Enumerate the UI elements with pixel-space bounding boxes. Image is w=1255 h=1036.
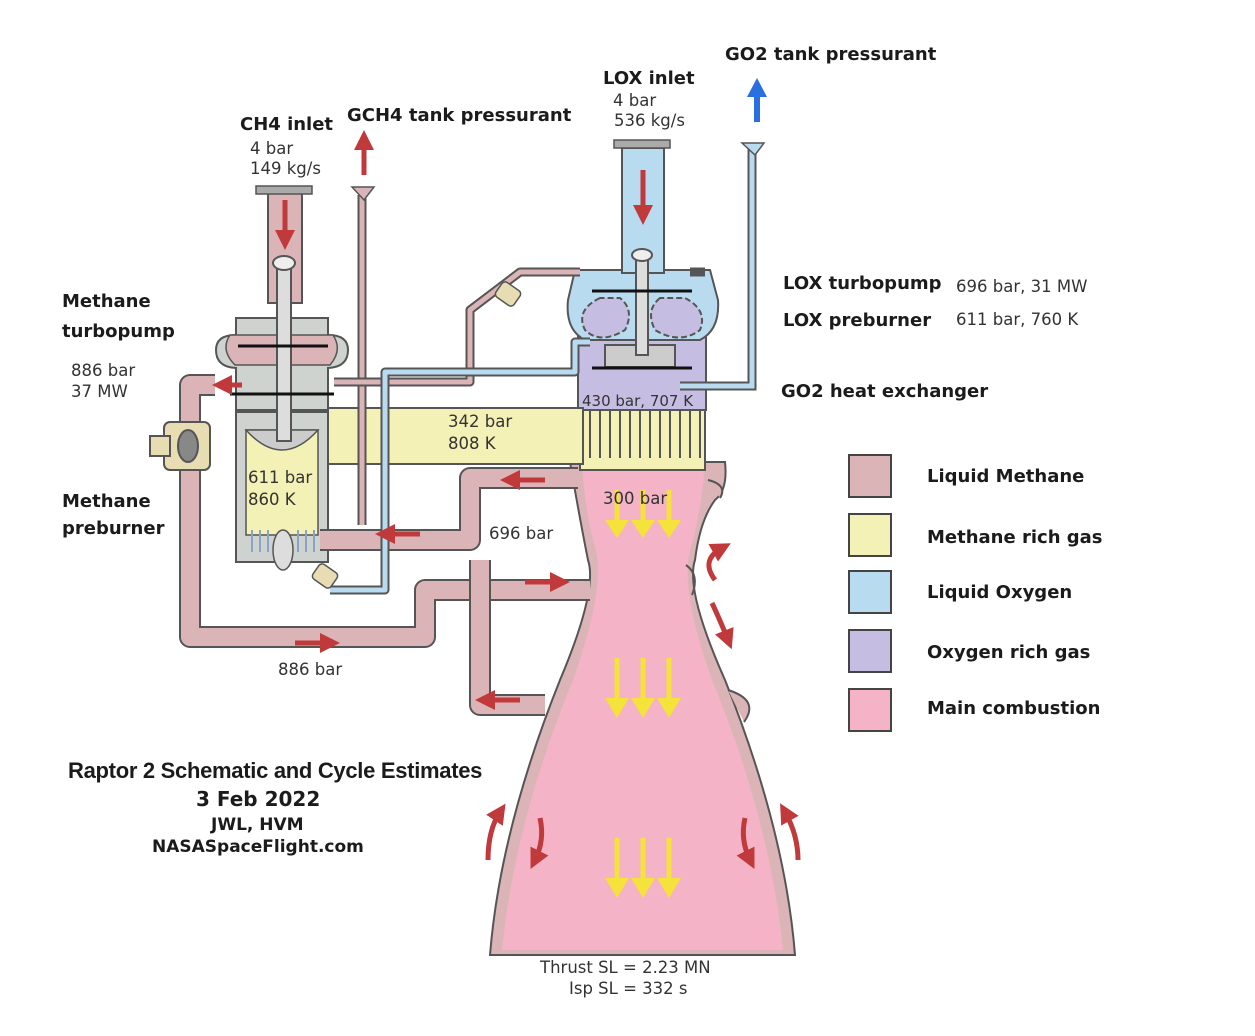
- legend-label-methane-rich-gas: Methane rich gas: [927, 527, 1103, 548]
- legend-swatch-methane-rich-gas: [848, 513, 892, 557]
- injector-head: [579, 407, 706, 471]
- fuel-preburner-pressure: 611 bar: [248, 468, 313, 487]
- thrust-label: Thrust SL = 2.23 MN: [540, 958, 711, 977]
- lox-shaft-cap: [631, 248, 653, 262]
- nozzle-ring-upper: [707, 479, 724, 499]
- legend-swatch-main-combustion: [848, 688, 892, 732]
- valve-icon: [149, 281, 522, 589]
- flow-arrows: [212, 130, 801, 869]
- ch4-inlet-title: CH4 inlet: [240, 114, 334, 135]
- lox-turbopump-label: LOX turbopump: [783, 273, 942, 294]
- nozzle-ring-mid: [685, 564, 696, 596]
- gas-arrows: [605, 490, 681, 898]
- legend-swatch-liquid-methane: [848, 454, 892, 498]
- go2-pressurant-label: GO2 tank pressurant: [725, 44, 937, 65]
- methane-shaft-cap: [272, 255, 296, 271]
- lox-inlet-flow: 536 kg/s: [614, 111, 685, 130]
- lox-inlet-title: LOX inlet: [603, 68, 695, 89]
- fuel-preburner-injectors: [251, 530, 315, 552]
- credits-date: 3 Feb 2022: [196, 787, 321, 811]
- lox-turbopump-value: 696 bar, 31 MW: [956, 277, 1088, 296]
- legend-label-oxygen-rich-gas: Oxygen rich gas: [927, 642, 1091, 663]
- fuel-rich-duct-pressure: 342 bar: [448, 412, 513, 431]
- methane-turbopump-power: 37 MW: [71, 382, 128, 401]
- fuel-preburner-temp: 860 K: [248, 490, 296, 509]
- methane-preburner-label-1: Methane: [62, 491, 151, 512]
- fuel-loop-pressure-label: 886 bar: [278, 660, 343, 679]
- legend-label-liquid-oxygen: Liquid Oxygen: [927, 582, 1073, 603]
- methane-shaft: [276, 262, 292, 442]
- legend-swatch-liquid-oxygen: [848, 570, 892, 614]
- injector-elements: [589, 410, 701, 458]
- ch4-inlet-flow: 149 kg/s: [250, 159, 321, 178]
- lox-pump-volute-right: [650, 297, 704, 339]
- fuel-inlet-flange: [255, 185, 313, 195]
- fuel-rich-duct-temp: 808 K: [448, 434, 496, 453]
- go2-outlet-funnel: [740, 142, 766, 157]
- go2-arrow-icon: [747, 78, 767, 122]
- lox-feed-lines: [330, 267, 705, 595]
- credits-source: NASASpaceFlight.com: [152, 837, 364, 857]
- legend-swatch-oxygen-rich-gas: [848, 629, 892, 673]
- lox-inlet-pressure: 4 bar: [613, 91, 657, 110]
- fuel-preburner-igniter: [272, 529, 294, 571]
- gch4-pressurant-label: GCH4 tank pressurant: [347, 105, 572, 126]
- credits-title: Raptor 2 Schematic and Cycle Estimates: [68, 758, 483, 783]
- cooling-pressure-label: 696 bar: [489, 524, 554, 543]
- ox-preburner-out-label: 430 bar, 707 K: [582, 392, 694, 410]
- isp-label: Isp SL = 332 s: [569, 979, 688, 998]
- nozzle-ring-lower: [727, 689, 751, 723]
- lox-pump-volute-left: [581, 297, 630, 339]
- chamber-pressure-label: 300 bar: [603, 489, 668, 508]
- gch4-outlet-funnel: [350, 186, 376, 202]
- lox-shaft: [635, 254, 649, 356]
- lox-inlet-flange: [613, 139, 671, 149]
- methane-turbopump-label-1: Methane: [62, 291, 151, 312]
- methane-turbopump-label-2: turbopump: [62, 321, 175, 342]
- ch4-inlet-pressure: 4 bar: [250, 139, 294, 158]
- methane-preburner-label-2: preburner: [62, 518, 165, 539]
- lox-preburner-label: LOX preburner: [783, 310, 932, 331]
- go2-heat-exchanger-label: GO2 heat exchanger: [781, 381, 989, 402]
- legend-label-main-combustion: Main combustion: [927, 698, 1101, 719]
- legend-label-liquid-methane: Liquid Methane: [927, 466, 1085, 487]
- credits-authors: JWL, HVM: [211, 815, 304, 835]
- methane-turbopump-pressure: 886 bar: [71, 361, 136, 380]
- lox-preburner-value: 611 bar, 760 K: [956, 310, 1079, 329]
